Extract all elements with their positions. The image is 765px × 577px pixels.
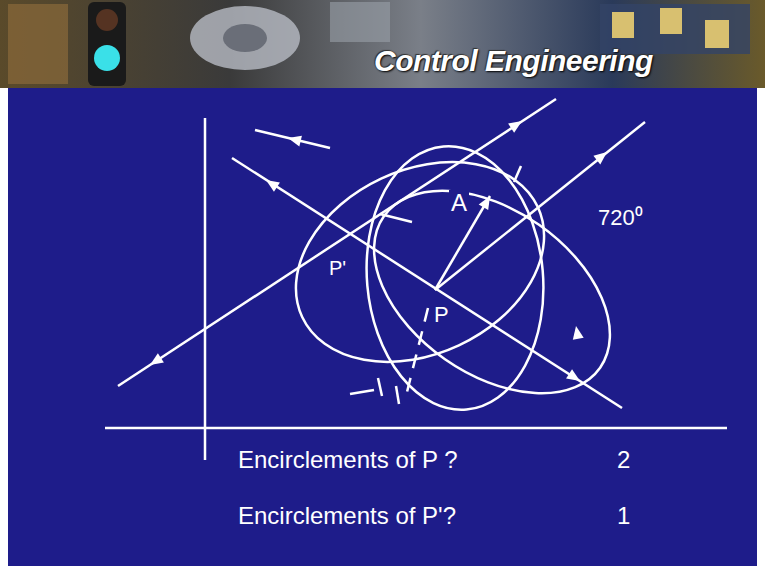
- banner: [0, 0, 765, 88]
- arrowhead: [263, 175, 280, 191]
- vector-line: [118, 99, 556, 386]
- contour: [356, 139, 554, 417]
- answer-number: 2: [617, 447, 630, 473]
- banner-photo: [660, 8, 682, 34]
- banner-photo: [8, 4, 68, 84]
- arrowhead: [593, 148, 610, 165]
- direction-arrow: [255, 130, 330, 148]
- traffic-lamp: [94, 45, 120, 71]
- banner-photo: [705, 20, 729, 48]
- arrowhead: [508, 116, 525, 132]
- question-text: Encirclements of P'?: [238, 503, 456, 529]
- point-label: P: [432, 303, 451, 327]
- traffic-lamp: [96, 9, 118, 31]
- arrowhead: [566, 369, 583, 385]
- banner-photo: [223, 24, 267, 52]
- vector-line: [232, 158, 622, 408]
- dashed-line: [405, 308, 428, 400]
- banner-title: Control Engineering: [374, 44, 653, 77]
- arrowhead: [287, 133, 302, 147]
- tick: [350, 390, 374, 394]
- contour: [263, 124, 576, 401]
- tick: [378, 378, 382, 396]
- real-axis: [105, 427, 727, 430]
- point-label: A: [449, 190, 469, 216]
- plot: [105, 99, 727, 460]
- vector-line: [435, 122, 645, 290]
- tick: [380, 214, 412, 222]
- contour: [337, 149, 647, 435]
- question-text: Encirclements of P ?: [238, 447, 458, 473]
- banner-photo: [612, 12, 634, 38]
- banner-photo: [330, 2, 390, 42]
- traffic-light: [88, 2, 126, 86]
- imaginary-axis: [204, 118, 207, 460]
- arrowheads: [147, 116, 610, 385]
- angle-label: 720⁰: [598, 206, 643, 230]
- banner-photo: [190, 6, 300, 70]
- arrowhead: [571, 325, 584, 340]
- arrowhead: [147, 353, 164, 369]
- tick: [396, 386, 399, 404]
- point-label: P': [327, 257, 348, 279]
- slide-ground: [8, 88, 757, 566]
- tick: [514, 166, 521, 182]
- answer-number: 1: [617, 503, 630, 529]
- arrowhead: [479, 193, 495, 210]
